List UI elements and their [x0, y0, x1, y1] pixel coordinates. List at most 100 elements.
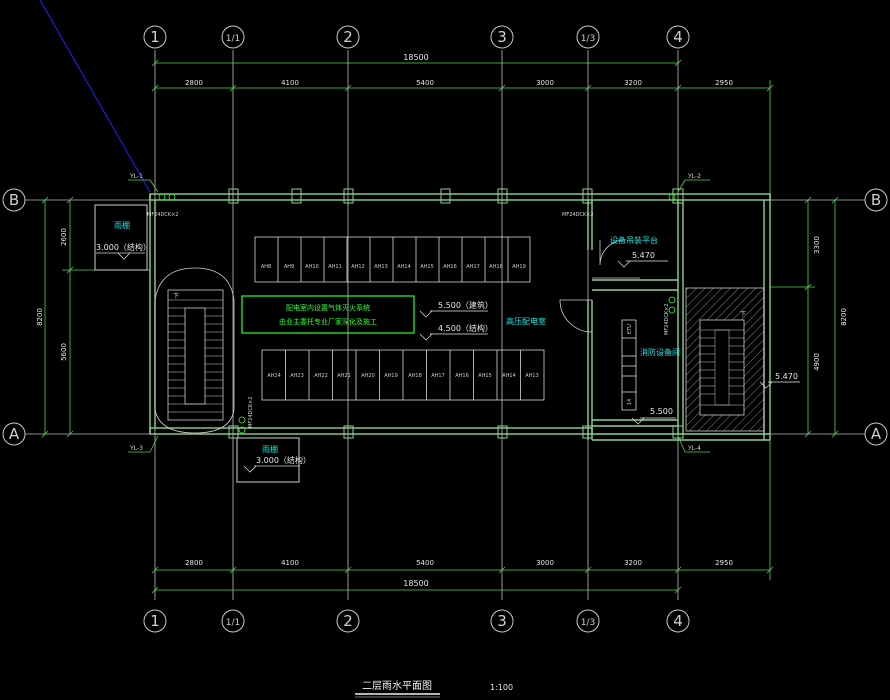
- axis-label-1-1-top: 1/1: [226, 34, 240, 44]
- axis-label-4-top: 4: [673, 28, 683, 46]
- axis-label-a-right: A: [871, 425, 882, 443]
- columns: [228, 188, 684, 439]
- fire-room-level: 5.500: [650, 407, 673, 416]
- canopy-top-level: 3.000（结构）: [96, 242, 151, 252]
- equipment-platform-door: [592, 239, 640, 279]
- canopy-bottom-label: 雨棚: [262, 444, 278, 454]
- axis-label-1-3-bottom: 1/3: [581, 618, 595, 628]
- cabinet-bottom-1: AH24: [267, 373, 281, 379]
- fire-rack-etu: ETU: [627, 324, 633, 334]
- cabinet-bottom-5: AH20: [361, 373, 375, 379]
- cabinet-top-2: AH9: [284, 264, 294, 270]
- pipe-tag-right: MF24DCK×2: [664, 303, 670, 335]
- cabinet-bottom-8: AH17: [431, 373, 445, 379]
- cabinet-top-11: AH18: [489, 264, 503, 270]
- dim-seg-2-top: 4100: [281, 79, 299, 87]
- gas-extinguishing-note-box: [241, 295, 415, 334]
- downpipe-yl4: YL-4: [687, 445, 701, 452]
- note-line-2: 由业主委托专业厂家深化及施工: [279, 317, 377, 326]
- cabinet-bottom-10: AH15: [478, 373, 492, 379]
- dim-seg-4-bottom: 3000: [536, 559, 554, 567]
- right-stair: [699, 319, 745, 416]
- dim-left-2: 5600: [60, 343, 68, 361]
- canopy-top-box: [94, 204, 148, 271]
- canopy-bottom-level: 3.000（结构）: [256, 455, 311, 465]
- dim-right-total: 8200: [840, 308, 848, 326]
- downpipe-yl2: YL-2: [687, 173, 701, 180]
- canopy-top-label: 雨棚: [114, 220, 130, 230]
- dim-seg-3-bottom: 5400: [416, 559, 434, 567]
- cabinet-top-3: AH10: [305, 264, 319, 270]
- cabinet-top-9: AH16: [443, 264, 457, 270]
- axis-label-1-top: 1: [150, 28, 160, 46]
- drawing-title: 二层雨水平面图: [362, 680, 432, 692]
- cabinet-bottom-7: AH18: [408, 373, 422, 379]
- fire-equipment-rack: [621, 319, 637, 411]
- hv-distribution-room-label: 高压配电室: [506, 316, 546, 326]
- dim-overall-top: 18500: [403, 53, 428, 62]
- left-stair-treads: [168, 299, 223, 413]
- fire-rack-14: 14: [627, 399, 633, 405]
- pipe-tag-top-right: MF24DCK×2: [562, 212, 594, 218]
- axis-label-1-3-top: 1/3: [581, 34, 595, 44]
- cabinet-top-8: AH15: [420, 264, 434, 270]
- downpipe-leaders: [128, 179, 710, 453]
- axis-label-a-left: A: [9, 425, 20, 443]
- right-dimension-lines: [770, 196, 839, 438]
- equipment-platform-level: 5.470: [632, 251, 655, 260]
- roof-drains: [158, 193, 676, 434]
- dim-seg-6-top: 2950: [715, 79, 733, 87]
- cabinet-bottom-3: AH22: [314, 373, 328, 379]
- level-5500: 5.500（建筑）: [438, 300, 493, 310]
- axis-label-3-bottom: 3: [497, 612, 507, 630]
- cabinet-bottom-2: AH23: [290, 373, 304, 379]
- downpipe-yl3: YL-3: [129, 445, 143, 452]
- cabinet-top-10: AH17: [466, 264, 480, 270]
- dim-seg-2-bottom: 4100: [281, 559, 299, 567]
- axis-label-b-right: B: [871, 191, 881, 209]
- dim-left-1: 2600: [60, 228, 68, 246]
- vertical-grid-lines: [154, 50, 679, 600]
- equipment-platform-label: 设备吊装平台: [610, 235, 658, 245]
- dim-seg-5-top: 3200: [624, 79, 642, 87]
- canopy-bottom-box: [236, 437, 300, 483]
- cabinet-row-bottom: [261, 349, 545, 401]
- dim-overall-bottom: 18500: [403, 579, 428, 588]
- axis-label-2-top: 2: [343, 28, 353, 46]
- axis-bubbles-sides: B A B A: [2, 188, 888, 446]
- axis-label-b-left: B: [9, 191, 19, 209]
- axis-bubbles-bottom: 1 1/1 2 3 1/3 4: [143, 609, 690, 633]
- pipe-tag-top-left: MF24DCK×2: [147, 212, 179, 218]
- cabinet-row-top: [254, 236, 531, 283]
- level-4500: 4.500（结构）: [438, 323, 493, 333]
- dim-seg-1-bottom: 2800: [185, 559, 203, 567]
- cabinet-top-4: AH11: [328, 264, 342, 270]
- dim-seg-4-top: 3000: [536, 79, 554, 87]
- axis-label-2-bottom: 2: [343, 612, 353, 630]
- dim-left-total: 8200: [36, 308, 44, 326]
- cabinet-bottom-4: AH21: [337, 373, 351, 379]
- dim-seg-6-bottom: 2950: [715, 559, 733, 567]
- top-dimension-lines: [151, 59, 774, 200]
- leader-line: [39, 0, 151, 193]
- axis-label-3-top: 3: [497, 28, 507, 46]
- downpipe-yl1: YL-1: [129, 173, 143, 180]
- right-stair-treads: [700, 329, 744, 406]
- bottom-dimension-lines: [151, 434, 774, 594]
- dim-seg-5-bottom: 3200: [624, 559, 642, 567]
- dim-right-2: 4900: [813, 353, 821, 371]
- axis-bubbles-top: 1 1/1 2 3 1/3 4: [143, 25, 690, 49]
- axis-label-4-bottom: 4: [673, 612, 683, 630]
- dim-right-1: 3300: [813, 236, 821, 254]
- left-stair-mark: 下: [173, 293, 179, 300]
- cabinet-top-7: AH14: [397, 264, 411, 270]
- left-dimension-lines: [41, 196, 150, 438]
- axis-label-1-bottom: 1: [150, 612, 160, 630]
- door-swing-hv-room: [559, 299, 593, 333]
- cabinet-top-1: AH8: [261, 264, 271, 270]
- left-stair: [154, 267, 235, 434]
- cabinet-bottom-6: AH19: [384, 373, 398, 379]
- axis-label-1-1-bottom: 1/1: [226, 618, 240, 628]
- cabinet-bottom-9: AH16: [455, 373, 469, 379]
